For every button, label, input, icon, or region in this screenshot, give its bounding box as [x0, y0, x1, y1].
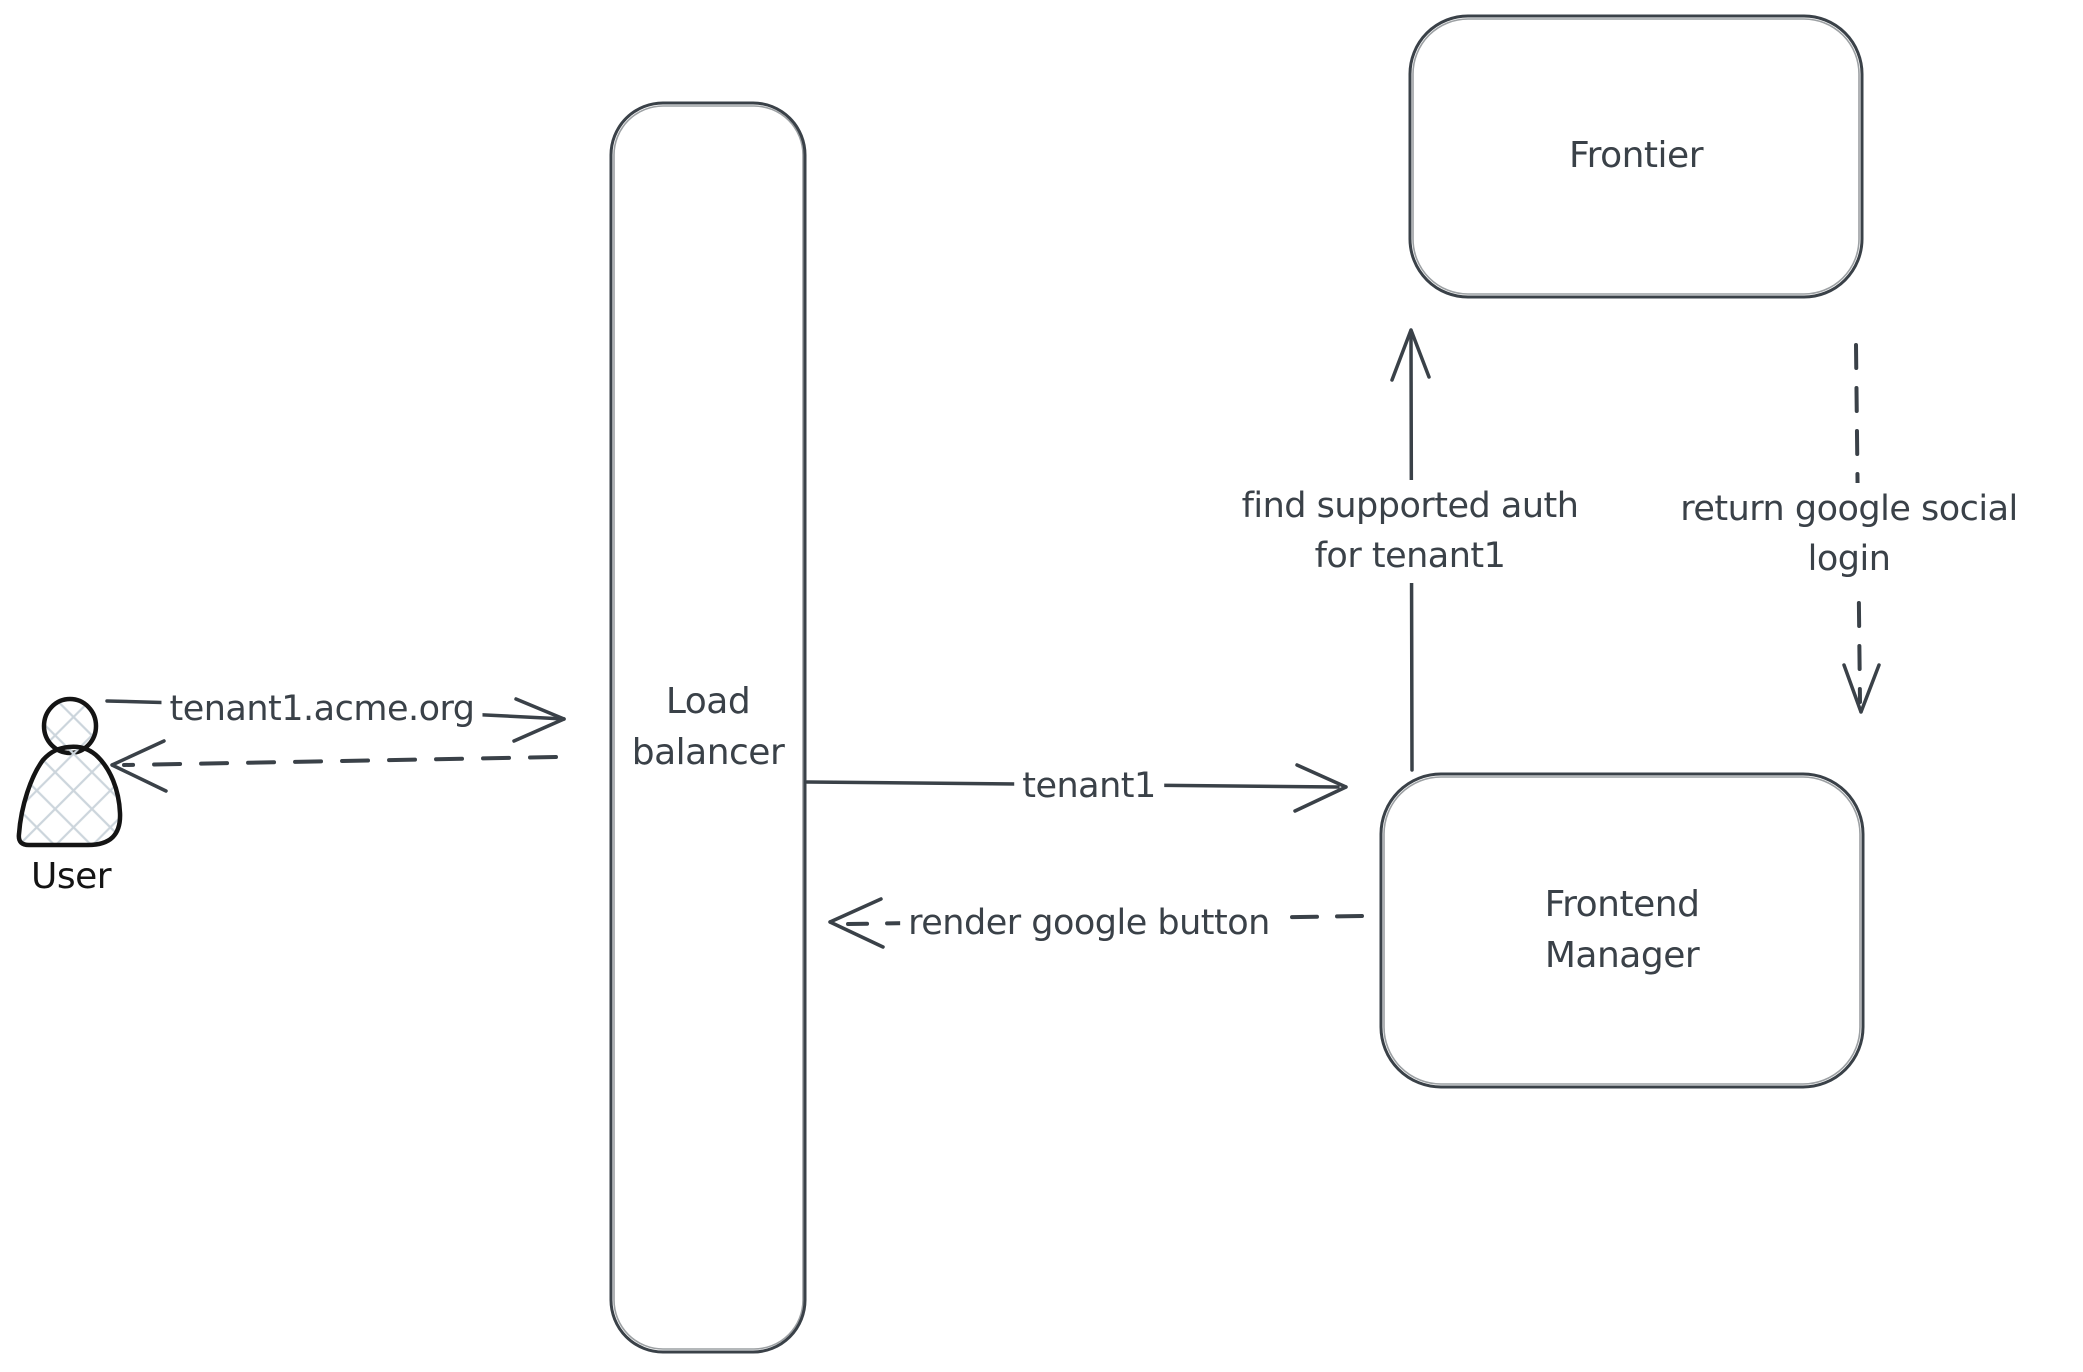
arrowhead-right-icon [512, 697, 566, 743]
edge-label-return-google-social-login: return google social login [1672, 483, 2026, 587]
node-load-balancer [609, 101, 807, 1354]
edge-label-find-supported-auth-line1: find supported auth [1241, 486, 1579, 526]
arrowhead-down-icon [1842, 663, 1881, 714]
edge-label-return-google-social-login-line1: return google social [1680, 489, 2018, 529]
edge-label-return-google-social-login-line2: login [1807, 538, 1891, 579]
frontend-manager-label-line1: Frontend [1544, 884, 1700, 926]
arrowhead-left-icon [828, 897, 885, 949]
frontend-manager-label-line2: Manager [1544, 934, 1700, 976]
arrowhead-left-icon [110, 739, 168, 793]
edge-label-find-supported-auth: find supported auth for tenant1 [1233, 480, 1587, 584]
frontend-manager-label: Frontend Manager [1381, 774, 1863, 1087]
node-frontier [1408, 14, 1864, 299]
arrowhead-right-icon [1293, 763, 1348, 813]
edge-label-find-supported-auth-line2: for tenant1 [1314, 535, 1506, 576]
edge-label-render-google-button: render google button [900, 897, 1278, 951]
load-balancer-label-line1: Load [665, 681, 751, 723]
frontier-label: Frontier [1568, 135, 1704, 177]
load-balancer-label-line2: balancer [631, 731, 785, 773]
edge-lb-to-user [110, 739, 558, 793]
edge-label-tenant1: tenant1 [1014, 760, 1164, 814]
arrowhead-up-icon [1390, 328, 1431, 382]
load-balancer-label: Load balancer [611, 103, 805, 1352]
user-label: User [30, 856, 112, 897]
node-frontend-manager [1379, 772, 1865, 1089]
user-actor-icon [16, 696, 123, 848]
edge-label-tenant1-acme-org: tenant1.acme.org [161, 683, 483, 737]
